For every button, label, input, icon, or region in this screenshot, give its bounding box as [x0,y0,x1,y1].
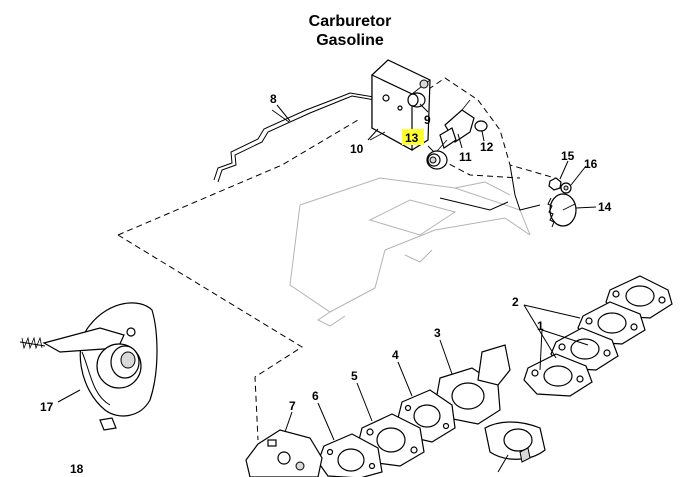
callout-11: 11 [459,150,472,164]
callout-9: 9 [424,113,431,127]
callout-8: 8 [270,92,277,106]
gear-14 [547,193,577,228]
air-cleaner-bracket-17 [19,302,158,431]
callout-6: 6 [312,389,319,403]
washer-16 [560,182,572,194]
callout-1: 1 [537,319,544,333]
cap-12 [474,120,488,132]
callout-14: 14 [598,200,612,214]
callout-2: 2 [512,295,519,309]
callout-10: 10 [350,142,364,156]
callout-18: 18 [70,462,84,476]
callout-17: 17 [40,400,54,414]
callout-16: 16 [584,157,598,171]
callout-7: 7 [289,399,296,413]
leader-lines [57,103,597,441]
shaft-bracket [439,164,541,211]
nut-15 [548,177,562,191]
callout-13-highlight [402,129,424,145]
title-line-2: Gasoline [316,32,384,49]
title-line-1: Carburetor [308,13,392,30]
callout-13: 13 [405,131,419,145]
callout-15: 15 [561,149,575,163]
gasket-1-bottom [523,353,593,397]
bushing-9 [407,79,429,108]
engine-block-ghost [289,177,531,327]
carburetor-7 [245,429,323,477]
callout-5: 5 [351,369,358,383]
callout-3: 3 [434,326,441,340]
spring-roller-13 [426,139,448,170]
callout-labels: 8 9 10 13 11 12 15 16 14 2 1 3 4 5 6 7 1… [40,92,612,476]
throttle-rod-8 [213,92,393,183]
callout-12: 12 [480,140,494,154]
governor-arm-11 [439,99,475,149]
callout-4: 4 [392,348,399,362]
